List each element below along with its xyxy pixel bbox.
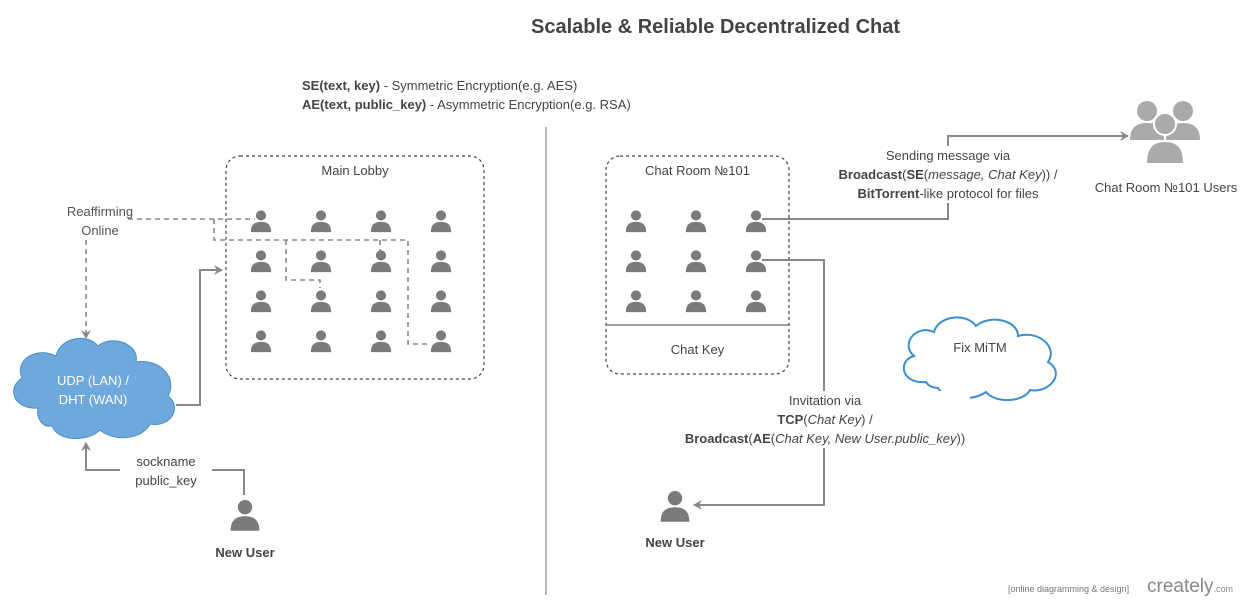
new-user-edge-line1: sockname (136, 454, 196, 469)
user-icon[interactable] (745, 210, 767, 233)
user-icon[interactable] (745, 250, 767, 273)
cloud-to-lobby-edge (176, 265, 223, 406)
sending-message-label: Sending message via Broadcast(SE(message… (826, 146, 1070, 203)
cloud-label: UDP (LAN) / DHT (WAN) (40, 371, 146, 409)
invitation-paren3: ( (770, 431, 776, 446)
room-users-label: Chat Room №101 Users (1094, 180, 1238, 195)
new-user-right-icon[interactable] (660, 490, 690, 522)
invitation-ae: AE (752, 431, 771, 446)
user-icon[interactable] (370, 250, 392, 273)
legend-ae-desc: - Asymmetric Encryption(e.g. RSA) (426, 97, 631, 112)
reaffirming-line2: Online (81, 223, 119, 238)
sending-args: message, Chat Key (928, 167, 1042, 182)
user-icon[interactable] (430, 330, 452, 353)
user-icon[interactable] (310, 250, 332, 273)
cloud-label-line2: DHT (WAN) (58, 392, 128, 407)
legend-se-term: SE(text, key) (302, 78, 381, 93)
main-lobby-users (250, 210, 452, 353)
user-icon[interactable] (250, 330, 272, 353)
sending-paren2: ( (923, 167, 929, 182)
invitation-close1: ) / (861, 412, 873, 427)
user-icon[interactable] (310, 330, 332, 353)
invitation-tcp: TCP (777, 412, 804, 427)
reaffirming-line1: Reaffirming (66, 204, 134, 219)
new-user-edge-line2: public_key (135, 473, 197, 488)
watermark-tagline: [online diagramming & design] (1008, 584, 1130, 594)
diagram-title: Scalable & Reliable Decentralized Chat (531, 16, 901, 38)
user-icon[interactable] (745, 290, 767, 313)
user-icon[interactable] (370, 210, 392, 233)
invitation-line1: Invitation via (788, 393, 862, 408)
user-icon[interactable] (430, 210, 452, 233)
user-icon[interactable] (250, 210, 272, 233)
user-icon[interactable] (310, 210, 332, 233)
main-lobby-label: Main Lobby (321, 163, 389, 178)
network-cloud-shape[interactable] (13, 337, 175, 440)
user-icon[interactable] (250, 290, 272, 313)
user-icon[interactable] (430, 250, 452, 273)
sending-line2: Broadcast(SE(message, Chat Key)) / (826, 165, 1070, 184)
sending-paren1: ( (902, 167, 907, 182)
cloud-label-line1: UDP (LAN) / (57, 373, 129, 388)
invitation-broadcast: Broadcast (684, 431, 749, 446)
watermark-brand: creately (1147, 576, 1214, 597)
reaffirming-dashed-lines (81, 218, 430, 345)
user-icon[interactable] (685, 250, 707, 273)
new-user-edge-label: sockname public_key (120, 452, 212, 490)
new-user-right-label: New User (645, 535, 705, 550)
legend-ae: AE(text, public_key) - Asymmetric Encryp… (302, 95, 631, 114)
user-icon[interactable] (370, 290, 392, 313)
watermark-suffix: .com (1213, 584, 1234, 594)
invitation-close2: )) (956, 431, 966, 446)
user-icon[interactable] (625, 250, 647, 273)
sending-bittorrent: BitTorrent (857, 186, 920, 201)
chat-key-label: Chat Key (670, 342, 725, 357)
legend-ae-term: AE(text, public_key) (302, 97, 427, 112)
invitation-edge (693, 259, 825, 510)
main-lobby-box[interactable] (225, 155, 485, 380)
user-icon[interactable] (250, 250, 272, 273)
sending-close: )) / (1041, 167, 1058, 182)
chat-room-box[interactable] (605, 155, 790, 375)
user-icon[interactable] (625, 290, 647, 313)
invitation-label: Invitation via TCP(Chat Key) / Broadcast… (680, 391, 970, 448)
chat-room-users (625, 210, 767, 313)
invitation-args: Chat Key, New User.public_key (775, 431, 957, 446)
invitation-paren1: ( (803, 412, 808, 427)
user-icon[interactable] (625, 210, 647, 233)
sending-se: SE (906, 167, 924, 182)
reaffirming-label: Reaffirming Online (50, 202, 150, 240)
user-icon[interactable] (685, 210, 707, 233)
watermark-logo[interactable]: creately.com (1147, 575, 1233, 601)
invitation-paren2: ( (748, 431, 753, 446)
user-icon[interactable] (310, 290, 332, 313)
invitation-key: Chat Key (807, 412, 862, 427)
invitation-line3: Broadcast(AE(Chat Key, New User.public_k… (680, 429, 970, 448)
user-icon[interactable] (430, 290, 452, 313)
invitation-line2: TCP(Chat Key) / (680, 410, 970, 429)
user-icon[interactable] (685, 290, 707, 313)
room-users-group-icon[interactable] (1130, 101, 1200, 165)
new-user-left-label: New User (215, 545, 275, 560)
sending-broadcast: Broadcast (838, 167, 903, 182)
legend-se: SE(text, key) - Symmetric Encryption(e.g… (302, 76, 577, 95)
sending-line1: Sending message via (885, 148, 1011, 163)
sending-files: -like protocol for files (919, 186, 1039, 201)
user-icon[interactable] (370, 330, 392, 353)
new-user-left-icon[interactable] (230, 499, 260, 531)
thought-label: Fix MiTM (953, 340, 1007, 355)
chat-room-label: Chat Room №101 (645, 163, 750, 178)
legend-se-desc: - Symmetric Encryption(e.g. AES) (380, 78, 578, 93)
sending-line3: BitTorrent-like protocol for files (826, 184, 1070, 203)
